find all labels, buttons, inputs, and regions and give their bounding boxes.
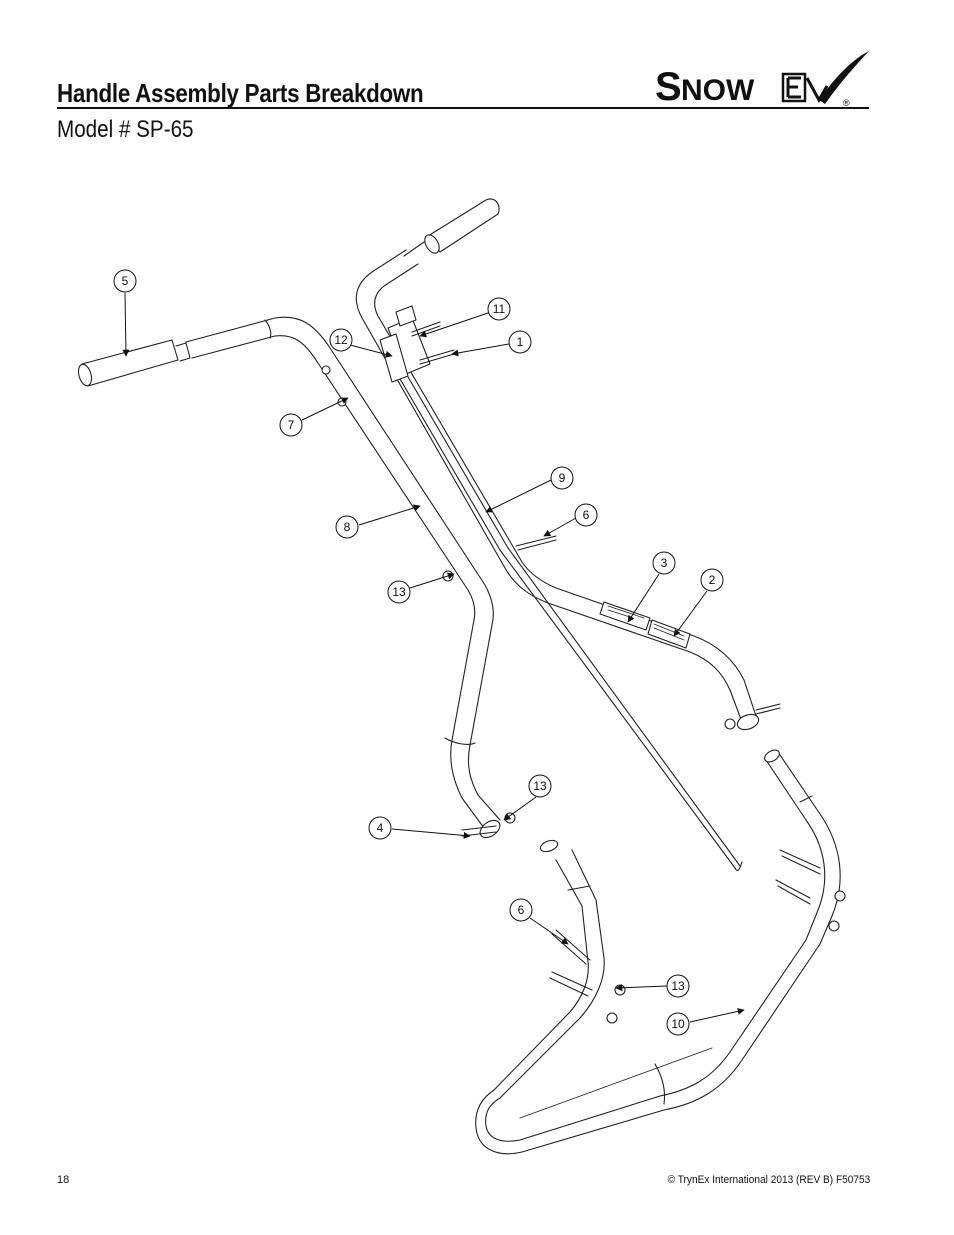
callout-7: 7 (279, 413, 303, 437)
svg-text:9: 9 (559, 471, 566, 485)
callout-6-upper: 6 (574, 503, 598, 527)
svg-text:4: 4 (377, 821, 384, 835)
left-handle-tube (185, 316, 501, 839)
title-rule (57, 107, 869, 109)
right-grip (403, 198, 500, 257)
page-number: 18 (57, 1174, 70, 1186)
svg-text:5: 5 (122, 274, 129, 288)
snowex-logo: S NOW ® (655, 51, 869, 108)
svg-text:13: 13 (671, 979, 685, 993)
page-title: Handle Assembly Parts Breakdown (57, 78, 424, 108)
svg-text:2: 2 (709, 573, 716, 587)
callout-1: 1 (508, 330, 532, 354)
right-handle-tube (355, 249, 760, 731)
callout-11: 11 (487, 297, 511, 321)
callout-bubbles: 5 11 12 1 7 9 8 6 3 2 13 13 4 6 13 10 (113, 269, 724, 1036)
leader-lines (122, 292, 745, 1023)
logo-now: NOW (681, 74, 755, 107)
callout-5: 5 (113, 269, 137, 293)
callout-4: 4 (368, 816, 392, 840)
throttle-cable (395, 369, 743, 871)
logo-checkmark (819, 51, 869, 104)
callout-13-middle: 13 (528, 774, 552, 798)
warning-decals (599, 601, 691, 649)
callout-2: 2 (700, 568, 724, 592)
logo-e-box (781, 72, 807, 103)
control-bracket (379, 305, 431, 383)
svg-text:13: 13 (533, 779, 547, 793)
svg-text:7: 7 (288, 418, 295, 432)
svg-text:6: 6 (583, 508, 590, 522)
callout-10: 10 (666, 1012, 690, 1036)
callout-12: 12 (329, 328, 353, 352)
callout-9: 9 (550, 466, 574, 490)
svg-text:6: 6 (518, 903, 525, 917)
model-subtitle: Model # SP-65 (57, 116, 194, 143)
callout-6-lower: 6 (509, 898, 533, 922)
logo-registered: ® (843, 98, 850, 108)
right-tube-bolt (515, 535, 781, 730)
left-grip (77, 339, 191, 387)
callout-13-lower: 13 (666, 974, 690, 998)
svg-text:8: 8 (344, 520, 351, 534)
svg-text:1: 1 (517, 335, 524, 349)
svg-text:12: 12 (334, 333, 348, 347)
svg-text:3: 3 (661, 556, 668, 570)
callout-8: 8 (335, 515, 359, 539)
callout-13-upper: 13 (387, 580, 411, 604)
svg-text:10: 10 (671, 1017, 685, 1031)
callout-3: 3 (652, 551, 676, 575)
lower-frame (475, 749, 841, 1155)
copyright-footer: © TrynEx International 2013 (REV B) F507… (667, 1174, 870, 1186)
svg-text:13: 13 (392, 585, 406, 599)
svg-text:11: 11 (493, 302, 506, 316)
logo-s: S (655, 65, 682, 108)
